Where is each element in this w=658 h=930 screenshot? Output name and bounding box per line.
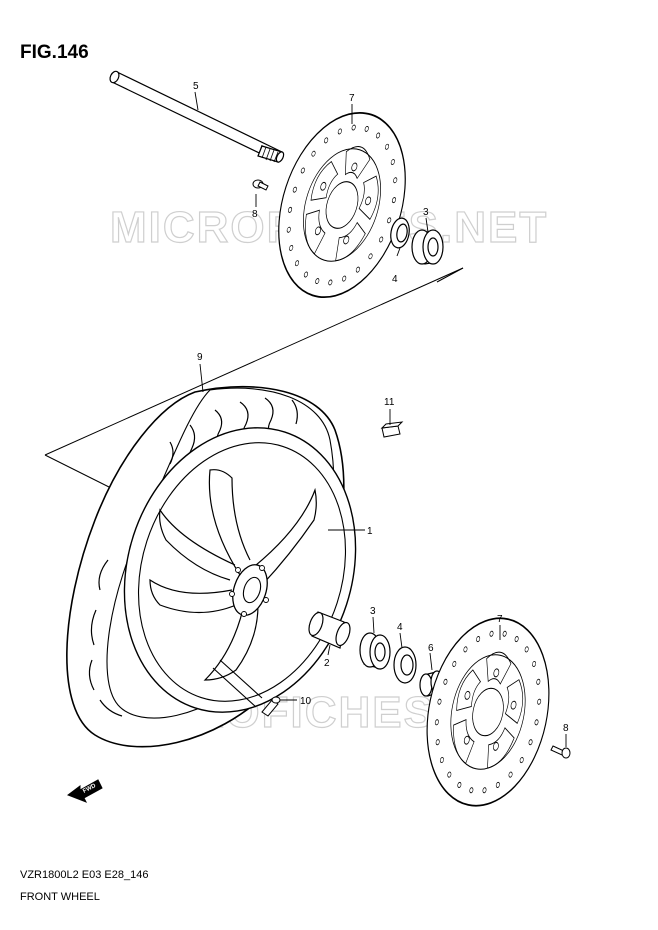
callout-spacer: 2	[324, 658, 330, 669]
callout-disc-upper: 7	[349, 93, 355, 104]
tire-valve	[261, 696, 281, 717]
brake-disc-upper	[278, 111, 406, 299]
oil-seal-lower	[393, 646, 417, 684]
spacer	[308, 611, 351, 649]
callout-bolt-lower: 8	[563, 723, 569, 734]
bearing-lower	[359, 632, 391, 670]
figure-caption: FRONT WHEEL	[20, 891, 100, 903]
callout-disc-lower: 7	[497, 614, 503, 625]
callout-collar: 6	[428, 643, 434, 654]
callout-valve: 10	[300, 696, 312, 707]
callout-wheel: 1	[367, 526, 373, 537]
assembly-line-left	[44, 454, 116, 491]
callout-tire: 9	[197, 352, 203, 363]
assembly-line-top	[44, 267, 464, 456]
balance-weight	[380, 421, 404, 438]
bearing-upper	[411, 229, 444, 265]
callout-seal-lower: 4	[397, 622, 403, 633]
callout-bearing-upper: 3	[423, 207, 429, 218]
figure-title: FIG.146	[20, 42, 89, 63]
callout-weight: 11	[384, 397, 395, 408]
brake-disc-lower	[411, 617, 566, 807]
disc-bolt-lower	[550, 745, 571, 759]
front-axle	[109, 70, 285, 163]
callout-bolt-upper: 8	[252, 209, 258, 220]
oil-seal-upper	[390, 217, 410, 249]
leader-lines	[194, 91, 567, 747]
disc-bolt-upper	[252, 179, 269, 191]
model-code: VZR1800L2 E03 E28_146	[20, 869, 149, 881]
fwd-arrow-icon: FWD	[66, 779, 103, 803]
callout-seal-upper: 4	[392, 274, 398, 285]
callout-bearing-lower: 3	[370, 606, 376, 617]
cast-wheel	[123, 427, 357, 713]
callout-axle: 5	[193, 81, 199, 92]
